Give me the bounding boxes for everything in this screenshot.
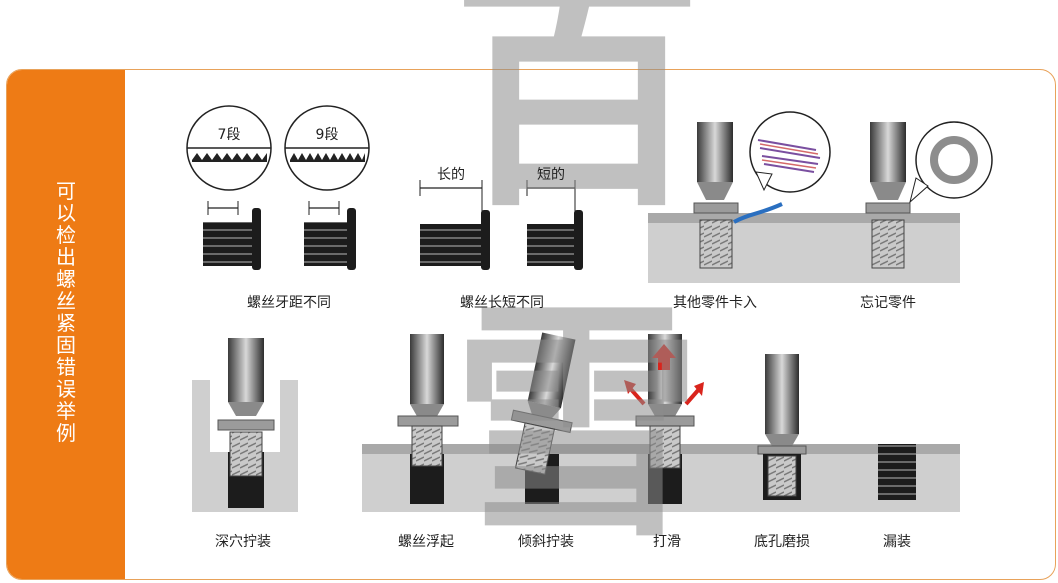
watermark-bottom: 雪 <box>452 279 702 570</box>
caption-forgot-part: 忘记零件 <box>860 295 916 311</box>
sidebar-title: 可以检出螺丝紧固错误举例 <box>56 179 76 445</box>
short-pitch-screw-1 <box>203 201 261 270</box>
pitch-7-circle <box>186 105 272 191</box>
caption-foreign-part: 其他零件卡入 <box>673 295 757 311</box>
caption-deep-hole: 深穴拧装 <box>215 534 271 550</box>
caption-pitch: 螺丝牙距不同 <box>247 295 331 311</box>
slip-example <box>624 334 704 504</box>
left-arrow-icon <box>624 380 636 394</box>
caption-floating: 螺丝浮起 <box>398 534 454 550</box>
tilted-screw-example <box>510 332 576 504</box>
forgotten-washer-example <box>865 121 993 269</box>
watermark-top: 百 <box>452 0 702 240</box>
foreign-part-example <box>693 111 831 269</box>
pitch-9-label: 9段 <box>315 127 339 143</box>
deep-hole-example <box>192 338 298 512</box>
short-pitch-screw-2 <box>304 201 356 270</box>
caption-length: 螺丝长短不同 <box>460 295 544 311</box>
caption-missing: 漏装 <box>883 534 911 550</box>
short-screw <box>526 180 583 270</box>
missing-screw-example <box>878 444 916 500</box>
long-screw <box>419 180 490 270</box>
right-arrow-icon <box>694 382 704 396</box>
worn-hole-example <box>757 354 807 500</box>
floating-screw-example <box>397 334 459 504</box>
pitch-9-circle <box>284 105 370 191</box>
caption-slip: 打滑 <box>653 534 681 550</box>
caption-tilted: 倾斜拧装 <box>518 534 574 550</box>
pitch-7-label: 7段 <box>217 127 241 143</box>
long-label: 长的 <box>437 167 465 183</box>
caption-worn-hole: 底孔磨损 <box>754 534 810 550</box>
up-arrow-icon <box>652 344 676 370</box>
sidebar-banner: 可以检出螺丝紧固错误举例 <box>7 70 125 579</box>
short-label: 短的 <box>537 167 565 183</box>
